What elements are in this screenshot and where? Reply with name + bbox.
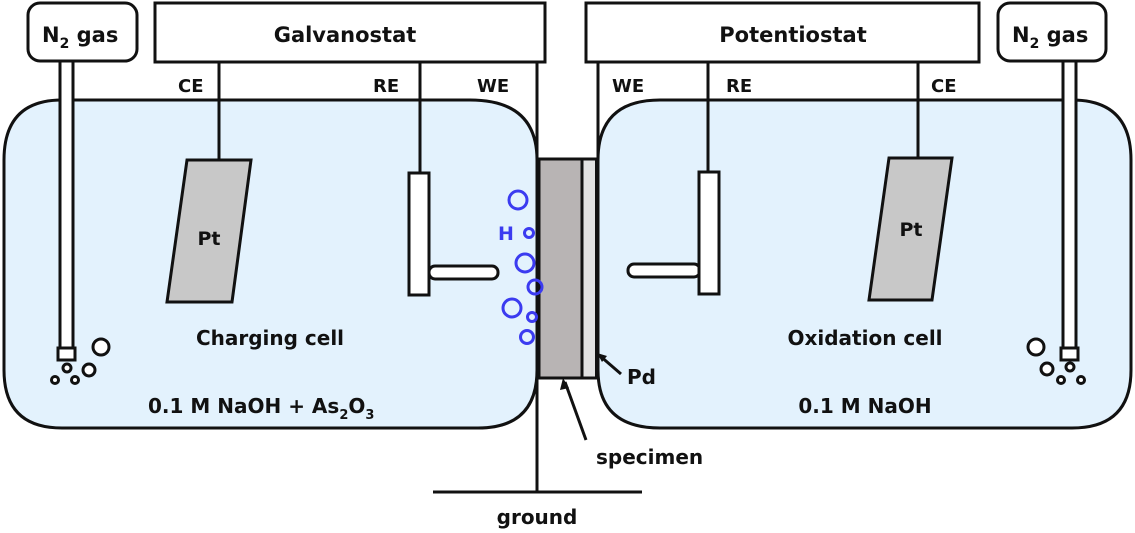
hydrogen-bubbles [501,189,544,345]
n2-gas-box-left: N2 gas [26,1,139,63]
galvanostat-re-label: RE [373,76,399,97]
oxidation-cell [596,98,1133,430]
ground-label: ground [497,505,578,529]
reference-electrode-left [407,171,500,297]
oxidation-cell-solution: 0.1 M NaOH [798,394,931,418]
n2-gas-label-right: N2 gas [1012,23,1088,52]
oxidation-cell-title: Oxidation cell [787,326,942,350]
n2-gas-box-right: N2 gas [996,1,1108,63]
gas-bubbles-left [50,337,111,385]
galvanostat-leads [217,62,539,492]
charging-cell-solution: 0.1 M NaOH + As2O3 [148,394,374,423]
galvanostat-box: Galvanostat [153,1,547,64]
gas-tube-left [56,59,77,362]
charging-cell-title: Charging cell [196,326,344,350]
specimen [536,157,584,380]
pd-arrowhead [597,353,607,362]
galvanostat-ce-label: CE [178,76,204,97]
specimen-label: specimen [596,445,703,469]
potentiostat-leads [596,62,920,172]
galvanostat-we-label: WE [477,76,509,97]
galvanostat-label: Galvanostat [274,23,417,47]
pt-electrode-right: Pt [867,156,954,302]
n2-gas-label-left: N2 gas [42,23,118,52]
specimen-membrane [535,157,599,380]
reference-electrode-right [626,170,721,296]
potentiostat-we-label: WE [612,76,644,97]
hydrogen-label: H [498,223,514,245]
pt-label-right: Pt [899,219,922,241]
potentiostat-ce-label: CE [931,76,957,97]
specimen-pointer [563,381,588,441]
charging-cell [2,98,539,430]
pt-electrode-left: Pt [165,158,253,304]
potentiostat-box: Potentiostat [584,1,981,64]
pd-layer [580,157,599,380]
specimen-arrowhead [560,378,569,390]
potentiostat-re-label: RE [726,76,752,97]
potentiostat-label: Potentiostat [719,23,866,47]
pd-label: Pd [627,365,656,389]
gas-bubbles-right [1026,337,1086,385]
gas-tube-right [1059,59,1080,362]
pt-label-left: Pt [197,228,220,250]
